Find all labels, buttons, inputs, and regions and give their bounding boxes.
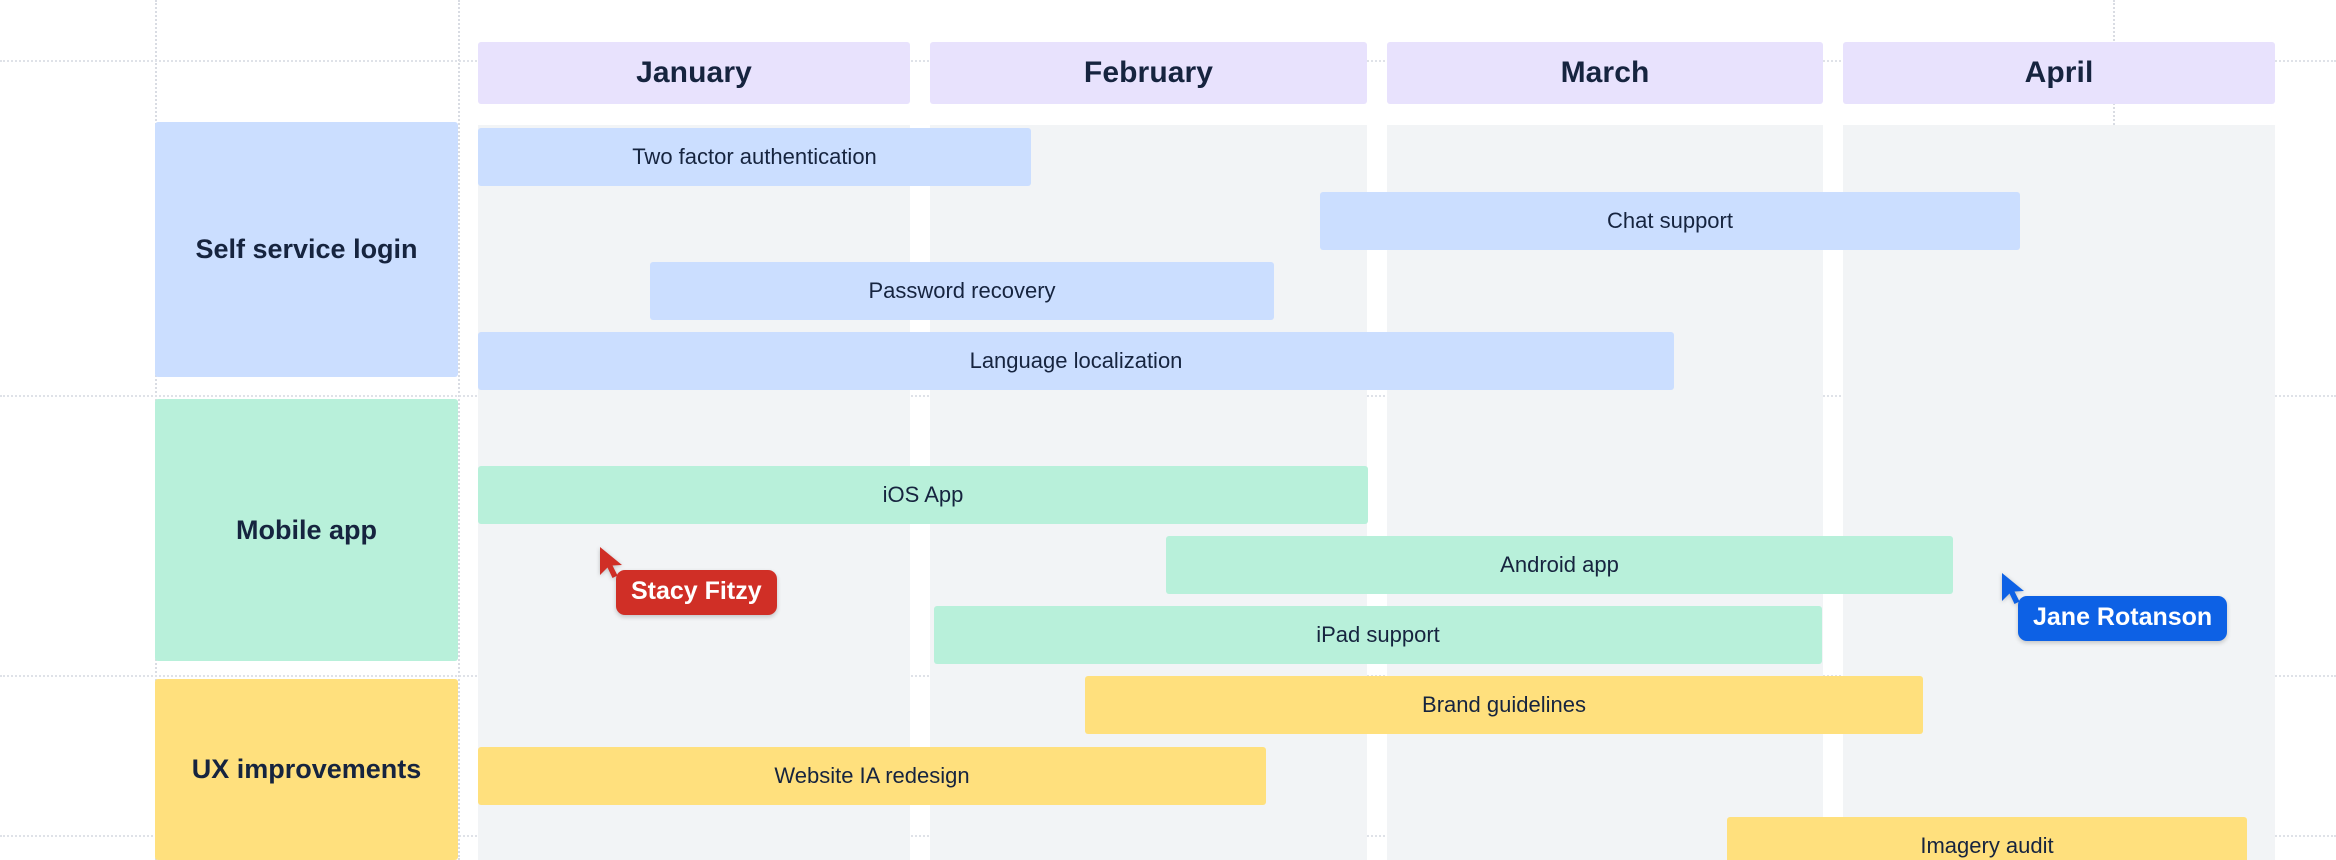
month-header-february[interactable]: February xyxy=(930,42,1367,104)
task-bar[interactable]: Imagery audit xyxy=(1727,817,2247,860)
group-label-ux-improvements[interactable]: UX improvements xyxy=(155,679,458,860)
guide-vertical xyxy=(458,0,460,860)
task-bar[interactable]: Brand guidelines xyxy=(1085,676,1923,734)
task-bar[interactable]: Two factor authentication xyxy=(478,128,1031,186)
task-bar[interactable]: Android app xyxy=(1166,536,1953,594)
task-bar[interactable]: Chat support xyxy=(1320,192,2020,250)
month-header-april[interactable]: April xyxy=(1843,42,2275,104)
task-bar[interactable]: iPad support xyxy=(934,606,1822,664)
group-label-mobile-app[interactable]: Mobile app xyxy=(155,399,458,661)
arrow-cursor-icon xyxy=(600,547,622,578)
task-bar[interactable]: iOS App xyxy=(478,466,1368,524)
collaborator-name-label: Stacy Fitzy xyxy=(616,570,777,615)
collaborator-name-label: Jane Rotanson xyxy=(2018,596,2228,641)
group-label-self-service-login[interactable]: Self service login xyxy=(155,122,458,377)
task-bar[interactable]: Password recovery xyxy=(650,262,1274,320)
task-bar[interactable]: Website IA redesign xyxy=(478,747,1266,805)
arrow-cursor-icon xyxy=(2002,573,2024,604)
task-bar[interactable]: Language localization xyxy=(478,332,1674,390)
month-header-march[interactable]: March xyxy=(1387,42,1823,104)
month-header-january[interactable]: January xyxy=(478,42,910,104)
